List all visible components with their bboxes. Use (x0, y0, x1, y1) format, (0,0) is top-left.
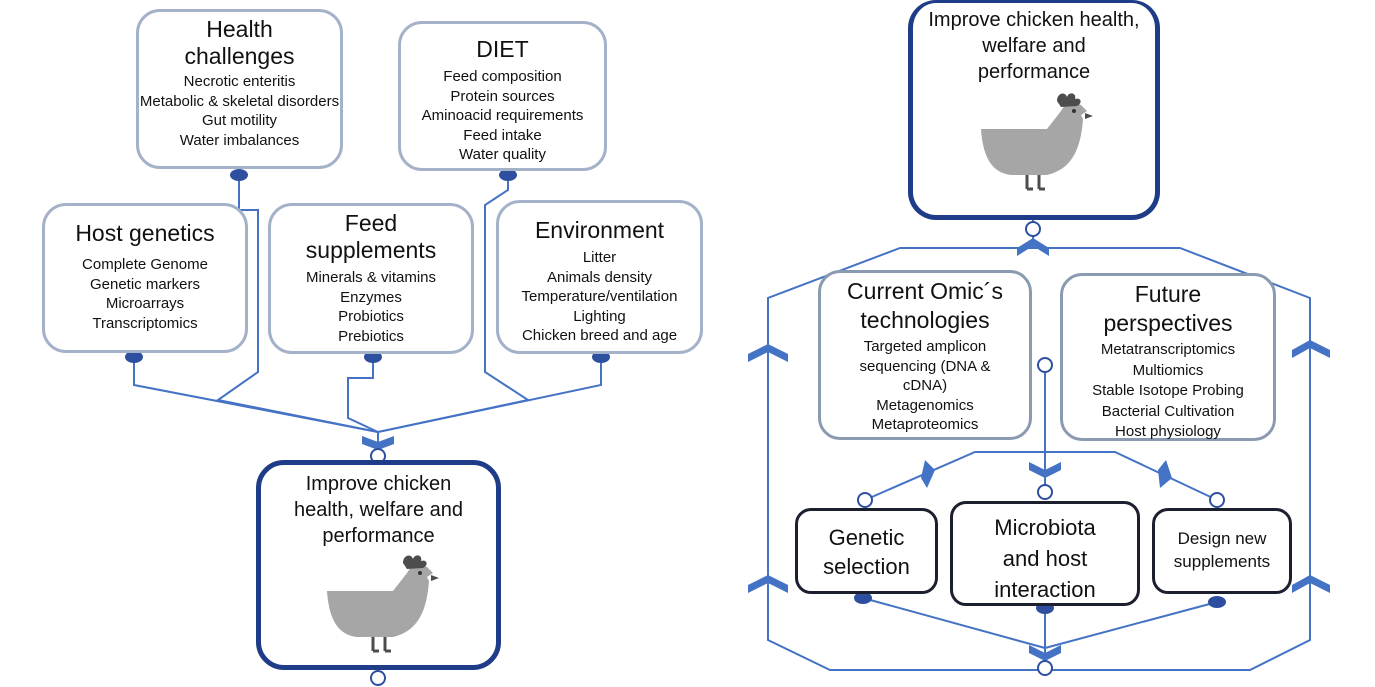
future-perspectives-title: Future perspectives (1103, 281, 1233, 336)
feed-supplements-items: Minerals & vitamins Enzymes Probiotics P… (271, 268, 471, 346)
design-supplements-box: Design new supplements (1152, 508, 1292, 594)
list-item: Transcriptomics (92, 314, 198, 332)
microbiota-host-box: Microbiota and host interaction (950, 501, 1140, 606)
list-item: Probiotics (338, 308, 404, 325)
list-item: Stable Isotope Probing (1092, 382, 1244, 399)
list-item: Bacterial Cultivation (1101, 402, 1235, 420)
list-item: Water imbalances (179, 131, 300, 149)
list-item: Metatranscriptomics (1100, 341, 1236, 358)
diet-box: DIET Feed composition Protein sources Am… (398, 21, 607, 171)
list-item: Microarrays (105, 295, 185, 312)
genetic-selection-box: Genetic selection (795, 508, 938, 594)
host-genetics-items: Complete Genome Genetic markers Microarr… (45, 255, 245, 333)
list-item: Aminoacid requirements (421, 107, 584, 124)
list-item: Feed composition (443, 68, 562, 85)
current-omics-box: Current Omic´s technologies Targeted amp… (818, 270, 1032, 440)
list-item: Temperature/ventilation (521, 288, 678, 305)
host-genetics-box: Host genetics Complete Genome Genetic ma… (42, 203, 248, 353)
environment-box: Environment Litter Animals density Tempe… (496, 200, 703, 354)
list-item: Metagenomics (876, 396, 974, 414)
diet-title: DIET (476, 36, 529, 62)
list-item: Genetic markers (89, 275, 201, 293)
right-goal-title: Improve chicken health, welfare and perf… (928, 9, 1140, 83)
list-item: Complete Genome (82, 256, 208, 273)
health-challenges-title: Health challenges (184, 16, 295, 69)
feed-supplements-box: Feed supplements Minerals & vitamins Enz… (268, 203, 474, 354)
microbiota-host-title: Microbiota and host interaction (994, 515, 1096, 602)
list-item: Litter (582, 249, 617, 266)
future-perspectives-box: Future perspectives Metatranscriptomics … (1060, 273, 1276, 441)
current-omics-title: Current Omic´s technologies (847, 278, 1003, 333)
host-genetics-title: Host genetics (75, 220, 215, 246)
environment-items: Litter Animals density Temperature/venti… (499, 248, 700, 346)
list-item: Minerals & vitamins (305, 269, 437, 286)
left-goal-box: Improve chicken health, welfare and perf… (256, 460, 501, 670)
genetic-selection-title: Genetic selection (823, 525, 910, 579)
list-item: Protein sources (450, 87, 555, 105)
current-omics-items: Targeted amplicon sequencing (DNA & cDNA… (821, 337, 1029, 435)
list-item: Enzymes (340, 288, 402, 306)
list-item: Feed intake (463, 126, 542, 144)
chicken-icon (327, 555, 439, 653)
list-item: Water quality (459, 146, 546, 163)
list-item: Prebiotics (338, 327, 404, 345)
health-challenges-items: Necrotic enteritis Metabolic & skeletal … (139, 72, 340, 150)
environment-title: Environment (534, 217, 665, 243)
left-goal-title: Improve chicken health, welfare and perf… (293, 473, 463, 547)
list-item: Targeted amplicon sequencing (DNA & cDNA… (859, 338, 991, 394)
list-item: Chicken breed and age (521, 327, 678, 344)
list-item: Host physiology (1115, 423, 1221, 440)
health-challenges-box: Health challenges Necrotic enteritis Met… (136, 9, 343, 169)
list-item: Necrotic enteritis (183, 73, 296, 90)
list-item: Multiomics (1132, 361, 1204, 379)
list-item: Animals density (546, 268, 653, 286)
future-perspectives-items: Metatranscriptomics Multiomics Stable Is… (1063, 340, 1273, 443)
diet-items: Feed composition Protein sources Aminoac… (401, 67, 604, 165)
chicken-icon (981, 93, 1093, 191)
right-goal-box: Improve chicken health, welfare and perf… (908, 0, 1160, 220)
list-item: Metaproteomics (871, 416, 979, 433)
list-item: Metabolic & skeletal disorders (139, 92, 340, 110)
list-item: Lighting (573, 307, 626, 325)
design-supplements-title: Design new supplements (1173, 529, 1271, 571)
list-item: Gut motility (201, 112, 277, 129)
feed-supplements-title: Feed supplements (305, 210, 437, 263)
